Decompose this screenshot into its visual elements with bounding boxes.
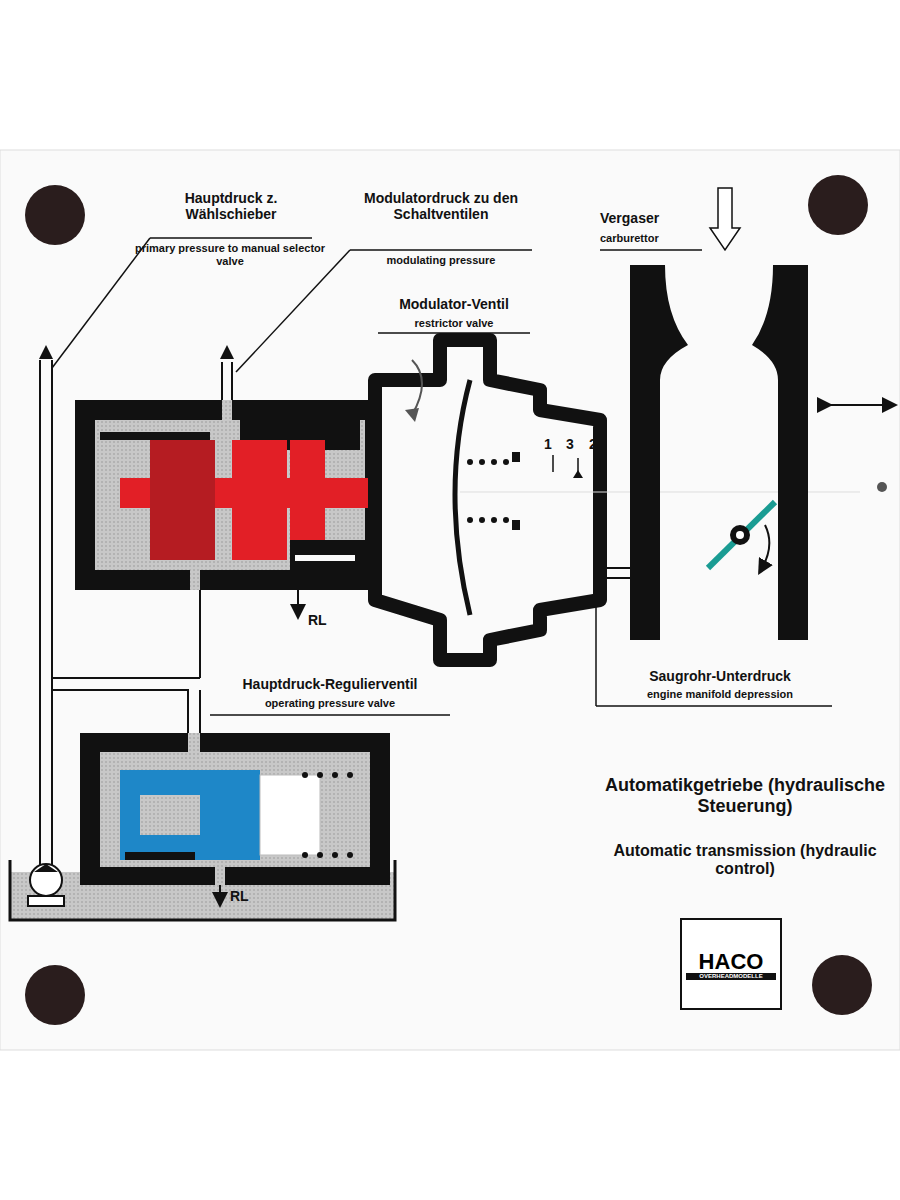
part-name: Modulator-Ventil xyxy=(378,296,530,312)
leader-lines xyxy=(52,238,832,715)
carburettor xyxy=(630,188,890,640)
position-number: 2 xyxy=(589,436,597,452)
logo-text: HACO xyxy=(686,950,776,973)
part-name-en: restrictor valve xyxy=(378,317,530,330)
part-name-en: carburettor xyxy=(600,232,702,245)
position-number: 3 xyxy=(566,436,574,452)
return-line: RL xyxy=(308,612,327,628)
part-name-en: modulating pressure xyxy=(350,254,532,267)
part-name: Vergaser xyxy=(600,210,702,226)
part-name: Modulatordruck zu den Schaltventilen xyxy=(350,190,532,222)
position-number: 1 xyxy=(544,436,552,452)
part-name: Saugrohr-Unterdruck xyxy=(600,668,840,684)
logo-box: HACOOVERHEADMODELLE xyxy=(680,918,782,1010)
board xyxy=(0,150,900,1050)
return-line: RL xyxy=(230,888,249,904)
logo-subtext: OVERHEADMODELLE xyxy=(686,973,776,980)
part-name-en: engine manifold depression xyxy=(600,688,840,701)
part-name: Hauptdruck-Regulierventil xyxy=(200,676,460,692)
part-name-en: operating pressure valve xyxy=(200,697,460,710)
caption: Automatic transmission (hydraulic contro… xyxy=(600,842,890,879)
title: Automatikgetriebe (hydraulische Steuerun… xyxy=(600,775,890,816)
part-name-en: primary pressure to manual selector valv… xyxy=(130,242,330,267)
part-name: Hauptdruck z. Wählschieber xyxy=(150,190,312,222)
regulator-valve xyxy=(80,733,390,900)
